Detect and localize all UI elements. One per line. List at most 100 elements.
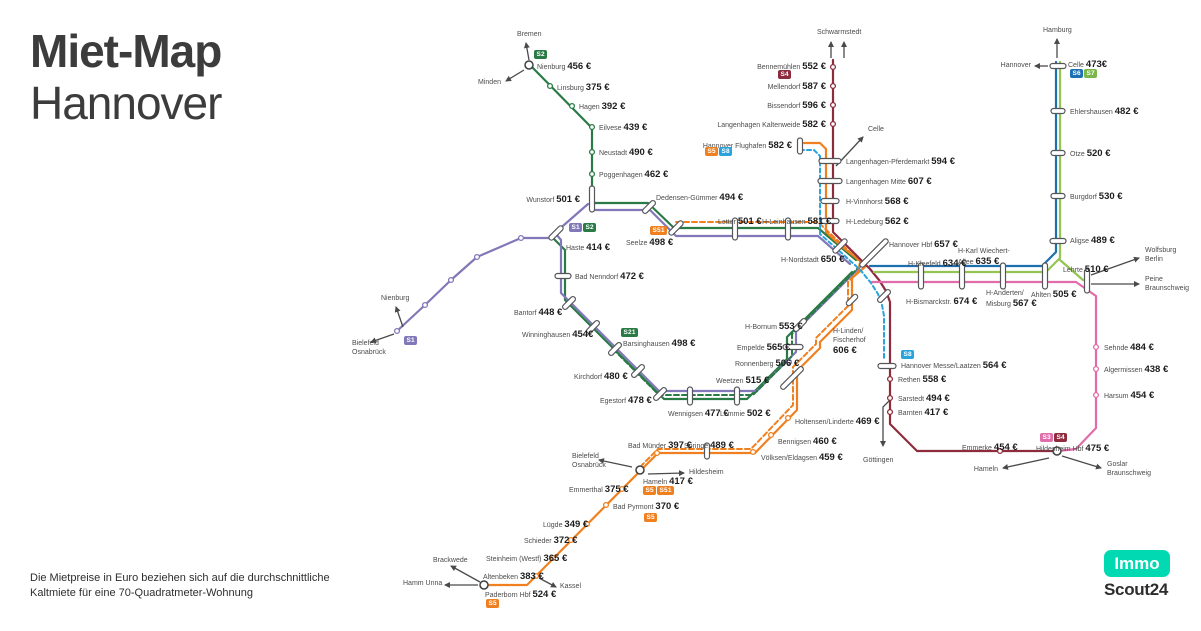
footnote-line1: Die Mietpreise in Euro beziehen sich auf… (30, 572, 330, 584)
station-dot-marker (567, 536, 575, 544)
destination-arrow-brackwede (450, 565, 481, 583)
station-interchange-marker (818, 157, 842, 165)
logo-immo-text: Immo (1114, 553, 1160, 573)
station-dot-marker (618, 485, 626, 493)
station-interchange-marker (608, 342, 622, 356)
immoscout24-logo-blob: Immo (1104, 550, 1170, 577)
station-interchange-marker (562, 296, 576, 310)
footnote-line2: Kaltmiete für eine 70-Quadratmeter-Wohnu… (30, 586, 253, 599)
station-dot-marker (588, 123, 596, 131)
destination-arrow-nienburg-mini (394, 306, 404, 328)
rail-line-s2-nienburg (527, 62, 858, 262)
destination-arrow-hameln-dest (1002, 457, 1050, 470)
station-interchange-marker (780, 366, 804, 390)
title-line1: Miet-Map (30, 25, 222, 77)
station-dot-marker (583, 520, 591, 528)
station-interchange-marker (588, 185, 596, 213)
rail-line-s2-loop (550, 235, 854, 401)
destination-arrow-bremen (523, 42, 530, 61)
station-dot-marker (602, 501, 610, 509)
station-interchange-marker (784, 217, 792, 241)
immoscout24-logo: Immo Scout24 (1104, 550, 1170, 600)
station-interchange-marker (731, 217, 739, 241)
page-title: Miet-Map Hannover (30, 25, 222, 129)
station-interchange-marker (859, 238, 889, 268)
station-dot-marker (886, 408, 894, 416)
junction-marker (524, 60, 534, 70)
station-dot-marker (653, 449, 661, 457)
station-dot-marker (421, 301, 429, 309)
destination-arrow-bielefeld-hameln (598, 458, 633, 468)
station-interchange-marker (877, 289, 891, 303)
station-interchange-marker (820, 197, 840, 205)
station-interchange-marker (877, 362, 897, 370)
station-interchange-marker (686, 386, 694, 406)
station-dot-marker (568, 102, 576, 110)
station-interchange-marker (1050, 107, 1066, 115)
destination-arrow-hildesheim-dest (647, 470, 685, 477)
station-interchange-marker (820, 217, 840, 225)
rail-line-s1-minden (395, 236, 553, 333)
destination-arrow-kassel (538, 577, 557, 588)
destination-arrow-goslar-braunschweig (1061, 455, 1102, 470)
station-interchange-marker (817, 177, 843, 185)
rail-line-s7-lightgreen (872, 60, 1062, 274)
title-line2: Hannover (30, 76, 222, 129)
station-dot-marker (1092, 391, 1100, 399)
station-interchange-marker (668, 220, 684, 236)
junction-marker (1052, 446, 1062, 456)
station-interchange-marker (586, 320, 600, 334)
rail-line-s5-solid (484, 141, 868, 587)
rail-line-s3-pink (870, 280, 1098, 453)
station-dot-marker (996, 447, 1004, 455)
station-interchange-marker (782, 343, 804, 351)
station-interchange-marker (642, 200, 656, 214)
destination-arrow-wolfsburg-berlin (1090, 256, 1140, 276)
junction-marker (635, 465, 645, 475)
station-dot-marker (549, 554, 557, 562)
destination-arrow-bielefeld-west (370, 333, 395, 344)
rail-line-s7-lehrte-spur (1058, 258, 1085, 282)
station-interchange-marker (1049, 237, 1067, 245)
station-interchange-marker (999, 262, 1007, 290)
station-dot-marker (767, 431, 775, 439)
station-dot-marker (447, 276, 455, 284)
station-dot-marker (784, 414, 792, 422)
station-dot-marker (532, 572, 540, 580)
station-dot-marker (473, 253, 481, 261)
station-dot-marker (588, 170, 596, 178)
station-interchange-marker (1041, 262, 1049, 290)
station-dot-marker (1092, 365, 1100, 373)
station-dot-marker (517, 234, 525, 242)
station-interchange-marker (548, 225, 564, 241)
station-dot-marker (749, 448, 757, 456)
station-interchange-marker (631, 364, 645, 378)
station-interchange-marker (1050, 192, 1066, 200)
station-dot-marker (886, 375, 894, 383)
station-dot-marker (829, 63, 837, 71)
station-interchange-marker (703, 442, 711, 460)
station-interchange-marker (1050, 149, 1066, 157)
destination-arrow-goettingen (880, 399, 891, 447)
station-dot-marker (546, 82, 554, 90)
station-interchange-marker (653, 387, 667, 401)
station-dot-marker (393, 327, 401, 335)
station-dot-marker (785, 358, 793, 366)
station-dot-marker (1092, 343, 1100, 351)
rail-line-s8-dashed (799, 149, 885, 361)
station-interchange-marker (793, 318, 807, 332)
rail-line-s21-dashed (612, 268, 858, 396)
station-dot-marker (588, 148, 596, 156)
station-interchange-marker (1083, 268, 1091, 294)
station-dot-marker (829, 82, 837, 90)
station-dot-marker (886, 394, 894, 402)
rail-line-s51-dashed (641, 221, 861, 466)
station-interchange-marker (554, 272, 572, 280)
logo-scout24-text: Scout24 (1104, 580, 1169, 599)
station-interchange-marker (832, 238, 848, 254)
station-interchange-marker (796, 137, 804, 155)
footnote: Die Mietpreise in Euro beziehen sich auf… (30, 571, 330, 601)
rail-line-s1-loop (554, 232, 863, 393)
station-interchange-marker (958, 262, 966, 290)
